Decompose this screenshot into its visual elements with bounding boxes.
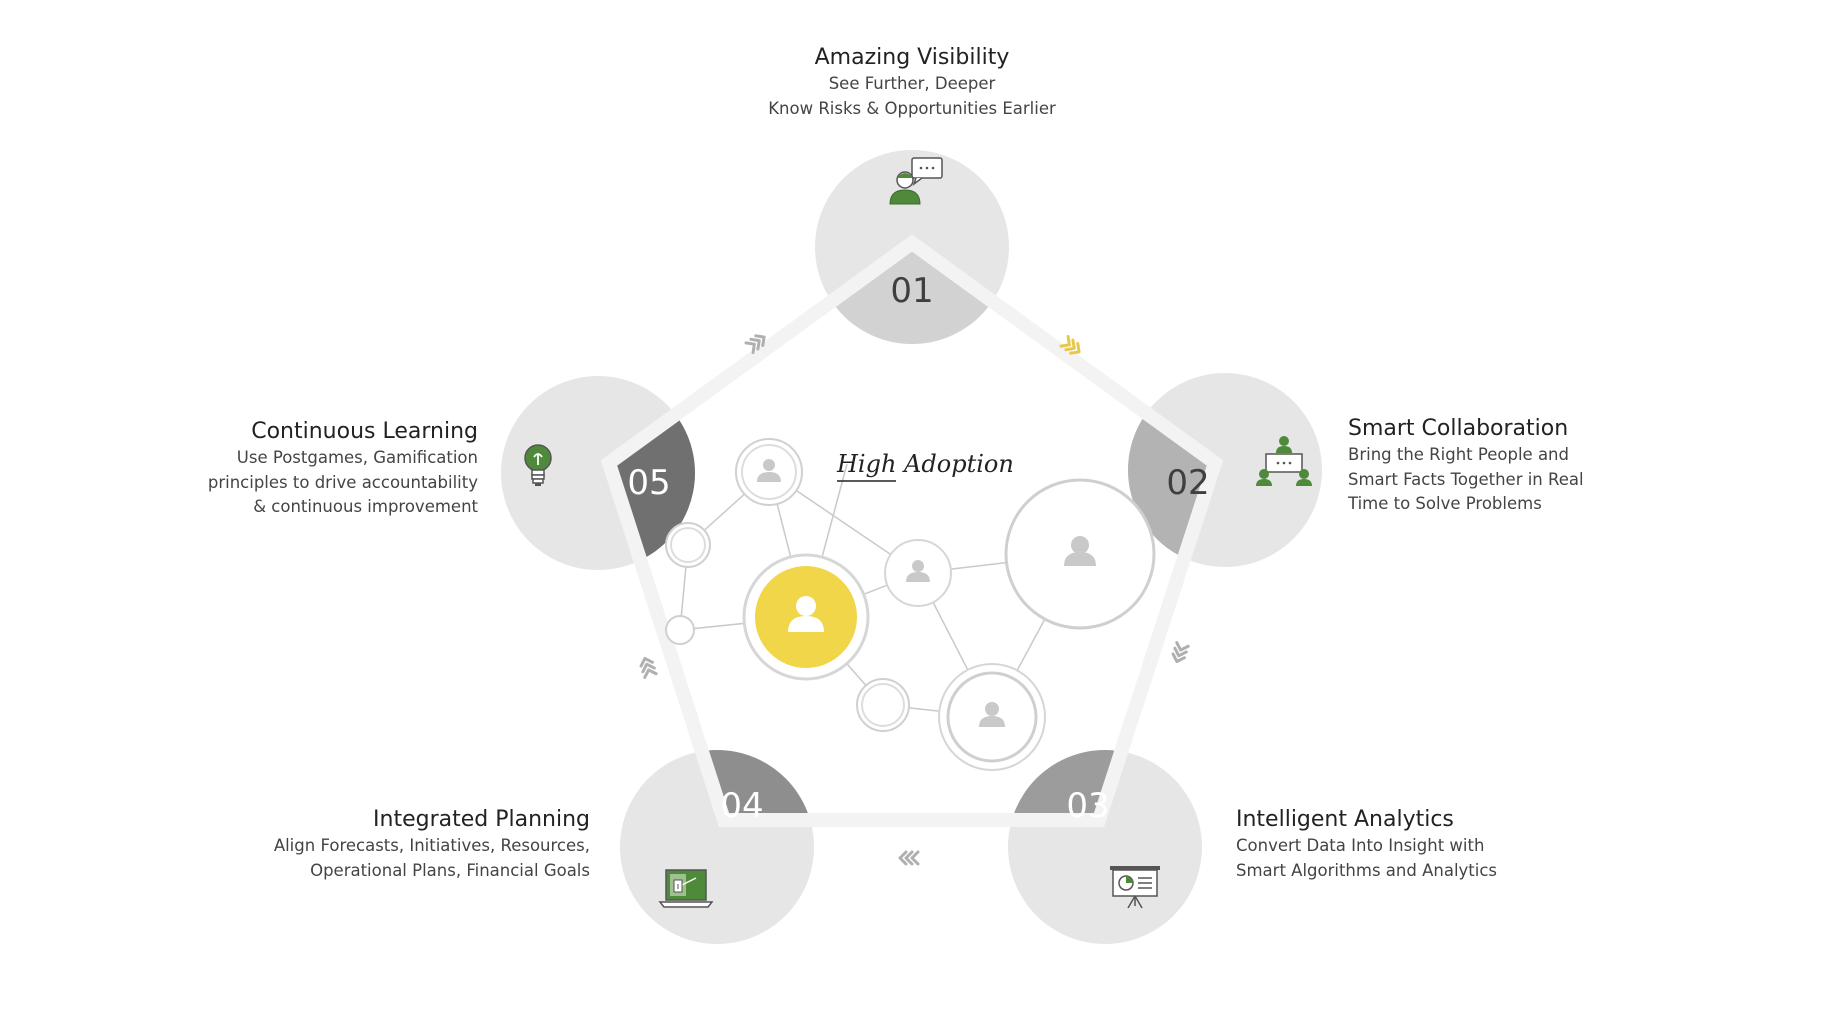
user-node bbox=[1004, 478, 1156, 630]
step-title: Smart Collaboration bbox=[1348, 416, 1569, 441]
user-icon bbox=[757, 459, 781, 482]
lightbulb-icon bbox=[524, 444, 552, 486]
step-number: 05 bbox=[627, 463, 670, 503]
empty-node bbox=[856, 678, 910, 732]
step-title: Integrated Planning bbox=[373, 807, 590, 832]
step-title: Amazing Visibility bbox=[814, 45, 1010, 70]
chevron-icon bbox=[1059, 334, 1081, 355]
team-network-icon bbox=[1256, 436, 1312, 486]
step-01-text: Amazing Visibility See Further, Deeper K… bbox=[712, 44, 1112, 121]
step-number: 03 bbox=[1066, 786, 1109, 826]
step-line: principles to drive accountability bbox=[207, 472, 478, 492]
presentation-board-icon bbox=[1110, 866, 1160, 909]
step-title: Continuous Learning bbox=[251, 419, 478, 444]
step-line: Time to Solve Problems bbox=[1348, 494, 1542, 513]
empty-node bbox=[665, 615, 695, 645]
chevron-icon bbox=[744, 334, 766, 355]
step-line: Bring the Right People and bbox=[1348, 445, 1569, 464]
chevron-icon bbox=[639, 656, 658, 679]
step-number: 04 bbox=[720, 786, 763, 826]
step-numbers: 01 02 03 04 05 bbox=[627, 271, 1209, 826]
person-speech-icon bbox=[889, 157, 943, 205]
step-line: Convert Data Into Insight with bbox=[1236, 836, 1485, 855]
step-line: Use Postgames, Gamification bbox=[236, 448, 478, 467]
step-number: 02 bbox=[1166, 463, 1209, 503]
pentagon-band bbox=[600, 234, 1224, 827]
flow-arrows bbox=[639, 334, 1190, 866]
center-label: High Adoption bbox=[836, 450, 1014, 478]
user-icon bbox=[906, 560, 930, 582]
step-line: Operational Plans, Financial Goals bbox=[310, 860, 590, 880]
step-04-text: Integrated Planning Align Forecasts, Ini… bbox=[230, 806, 590, 883]
network-nodes bbox=[665, 438, 1156, 771]
step-title: Intelligent Analytics bbox=[1236, 807, 1454, 832]
user-node bbox=[884, 539, 952, 607]
central-user-node bbox=[742, 553, 870, 681]
step-line: See Further, Deeper bbox=[828, 74, 996, 93]
step-02-text: Smart Collaboration Bring the Right Peop… bbox=[1348, 415, 1648, 517]
center-label-group: High Adoption bbox=[836, 450, 1014, 482]
user-node bbox=[735, 438, 803, 506]
step-line: Smart Facts Together in Real bbox=[1348, 469, 1584, 489]
empty-node bbox=[665, 522, 711, 568]
step-line: & continuous improvement bbox=[253, 497, 478, 516]
step-line: Align Forecasts, Initiatives, Resources, bbox=[273, 836, 590, 855]
chevron-icon bbox=[1171, 641, 1190, 664]
step-03-text: Intelligent Analytics Convert Data Into … bbox=[1236, 806, 1556, 883]
user-icon bbox=[788, 596, 824, 632]
user-node bbox=[938, 663, 1046, 771]
step-05-text: Continuous Learning Use Postgames, Gamif… bbox=[178, 418, 478, 520]
chevron-icon bbox=[898, 850, 920, 866]
laptop-planning-icon bbox=[658, 869, 714, 908]
step-number: 01 bbox=[890, 271, 933, 311]
step-line: Smart Algorithms and Analytics bbox=[1236, 860, 1498, 880]
step-line: Know Risks & Opportunities Earlier bbox=[768, 98, 1056, 118]
user-icon bbox=[979, 702, 1005, 727]
user-icon bbox=[1064, 536, 1096, 566]
